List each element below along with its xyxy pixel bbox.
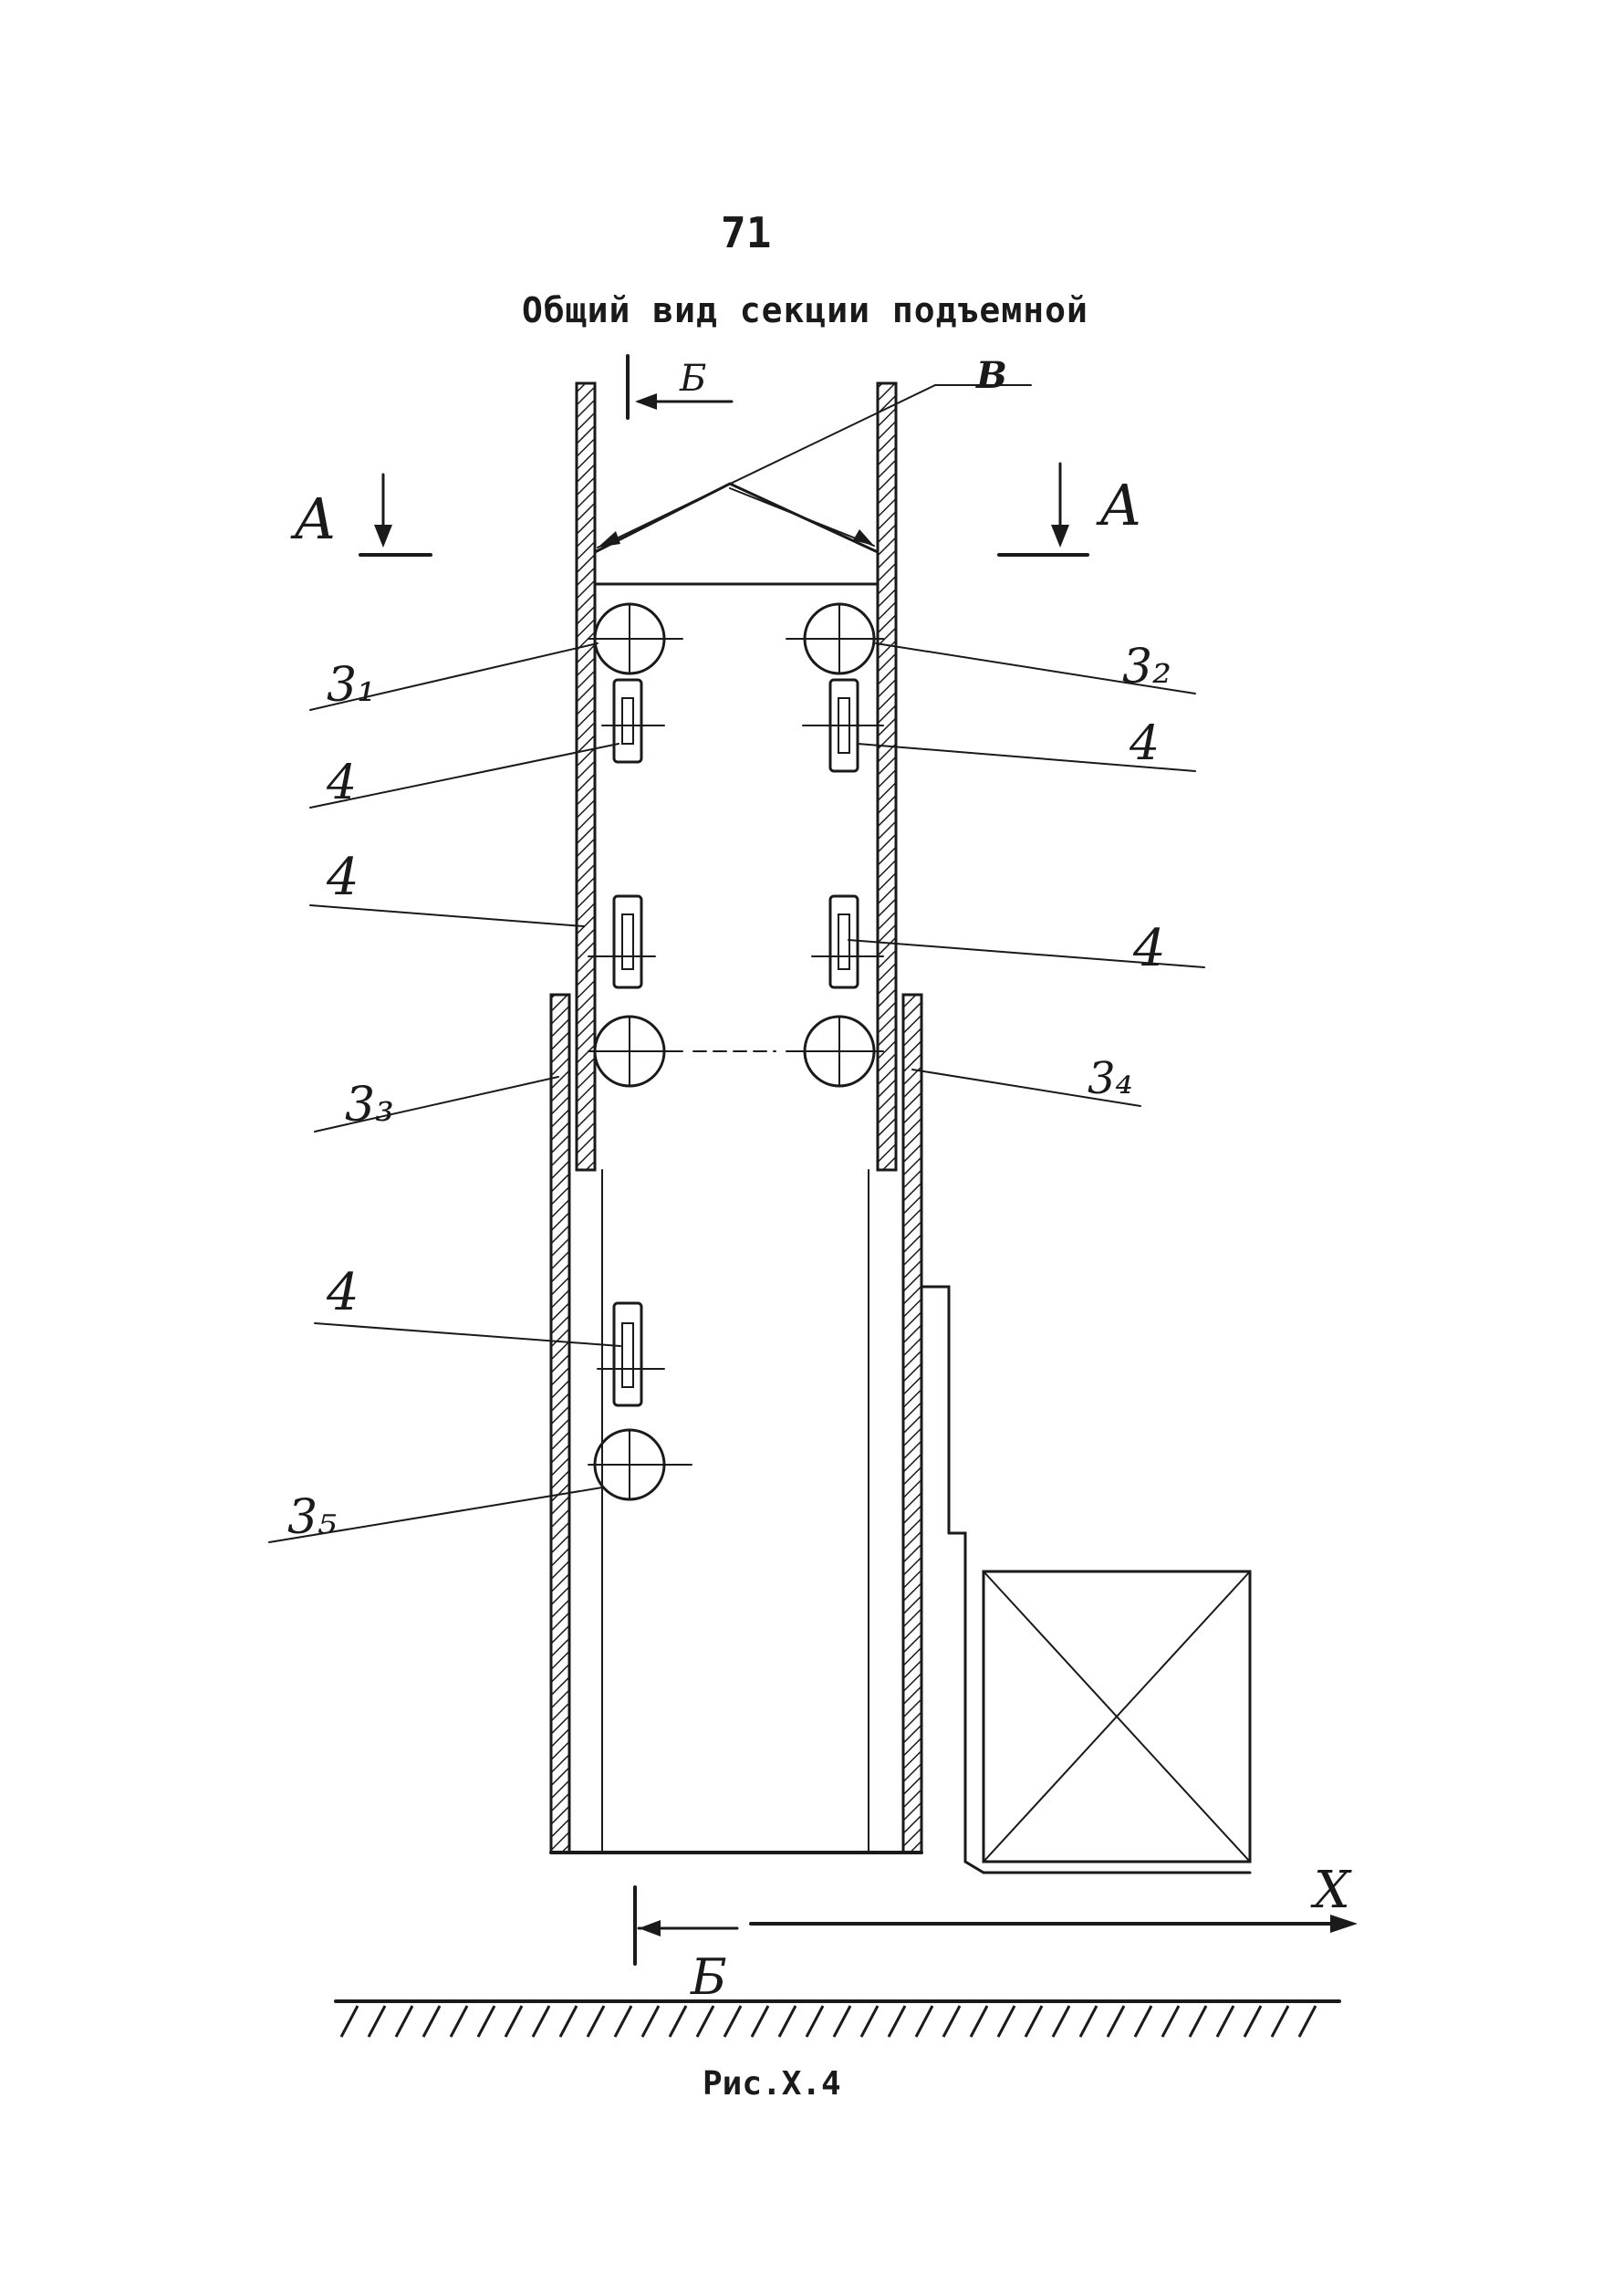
roller-3-3 [588,1015,683,1088]
ground-hatch-stroke [1243,2005,1263,2038]
section-mark-b-bottom [633,1885,739,1966]
label-roller-3-2: 3₂ [1122,640,1171,694]
ground-hatch-stroke [1078,2005,1098,2038]
ground-hatch-stroke [777,2005,797,2038]
ground-hatch-stroke [1133,2005,1153,2038]
ground-hatch-stroke [914,2005,934,2038]
ground-hatch-stroke [476,2005,496,2038]
ground-hatch-stroke [668,2005,688,2038]
bracket-middle-left [588,894,656,989]
ground-hatch-stroke [367,2005,387,2038]
label-bracket-4-middle-left: 4 [326,848,359,907]
figure-caption: Рис.Х.4 [703,2065,841,2103]
ground-hatch-stroke [805,2005,825,2038]
label-bracket-4-upper-right: 4 [1129,716,1160,771]
roller-3-4 [786,1015,884,1088]
drive-box [982,1570,1252,1863]
ground-hatch-stroke [942,2005,962,2038]
ground-hatch-stroke [1270,2005,1290,2038]
side-channel [920,1285,951,1535]
ground-line [334,1999,1341,2038]
ground-hatch-stroke [1297,2005,1317,2038]
ground-hatch-stroke [613,2005,633,2038]
ground-hatch-stroke [531,2005,551,2038]
ground-hatch-stroke [1051,2005,1071,2038]
top-v-support [593,482,880,554]
ground-hatch-stroke [339,2005,359,2038]
bracket-upper-left [601,678,665,764]
ground-hatch-stroke [1106,2005,1126,2038]
lower-left-wall [549,993,571,1854]
label-bracket-4-lower-left: 4 [326,1263,359,1322]
bracket-lower-left [597,1301,665,1407]
ground-hatch-stroke [422,2005,442,2038]
label-roller-3-3: 3₃ [345,1078,394,1133]
label-roller-3-5: 3₅ [287,1490,337,1545]
label-view-a-left: А [290,485,337,552]
ground-hatch-stroke [695,2005,715,2038]
bracket-middle-right [811,894,884,989]
ground-hatch-stroke [887,2005,907,2038]
bracket-upper-right [802,678,884,773]
label-view-b-bottom: Б [690,1948,727,2006]
label-view-b-top: Б [679,358,706,400]
figure-title: Общий вид секции подъемной [522,290,1088,330]
lower-right-wall [901,993,923,1854]
ground-hatch-stroke [640,2005,661,2038]
ground-hatch-stroke [996,2005,1016,2038]
label-roller-3-1: 3₁ [327,658,376,713]
section-mark-b-top [626,354,734,420]
page-number: 71 [721,208,772,257]
ground-hatch-stroke [832,2005,852,2038]
ground-hatch-stroke [723,2005,743,2038]
section-mark-a-left [359,473,432,557]
label-axis-x: Х [1310,1861,1352,1920]
ground-hatch-stroke [1215,2005,1235,2038]
roller-3-1 [588,602,683,675]
ground-hatch-stroke [449,2005,469,2038]
ground-hatch-stroke [969,2005,989,2038]
ground-hatch-stroke [558,2005,578,2038]
ground-hatch-stroke [1024,2005,1044,2038]
roller-3-2 [786,602,884,675]
label-detail-v: В [975,354,1007,397]
ground-hatch-stroke [586,2005,606,2038]
lower-section [549,993,1252,1874]
label-bracket-4-middle-right: 4 [1132,919,1166,978]
ground-hatch-stroke [394,2005,414,2038]
ground-hatch-stroke [1188,2005,1208,2038]
ground-hatch-stroke [1161,2005,1181,2038]
label-view-a-right: А [1096,472,1142,538]
leader-lines [268,384,1205,1543]
label-bracket-4-upper-left: 4 [326,756,357,810]
side-bracket [947,1531,1252,1874]
roller-3-5 [588,1428,692,1501]
upper-section [575,381,898,1172]
ground-hatch-stroke [859,2005,880,2038]
axis-x-arrow [749,1915,1358,1933]
label-roller-3-4: 3₄ [1088,1053,1133,1104]
section-mark-a-right [997,462,1089,557]
ground-hatch-stroke [504,2005,524,2038]
ground-hatch-stroke [750,2005,770,2038]
